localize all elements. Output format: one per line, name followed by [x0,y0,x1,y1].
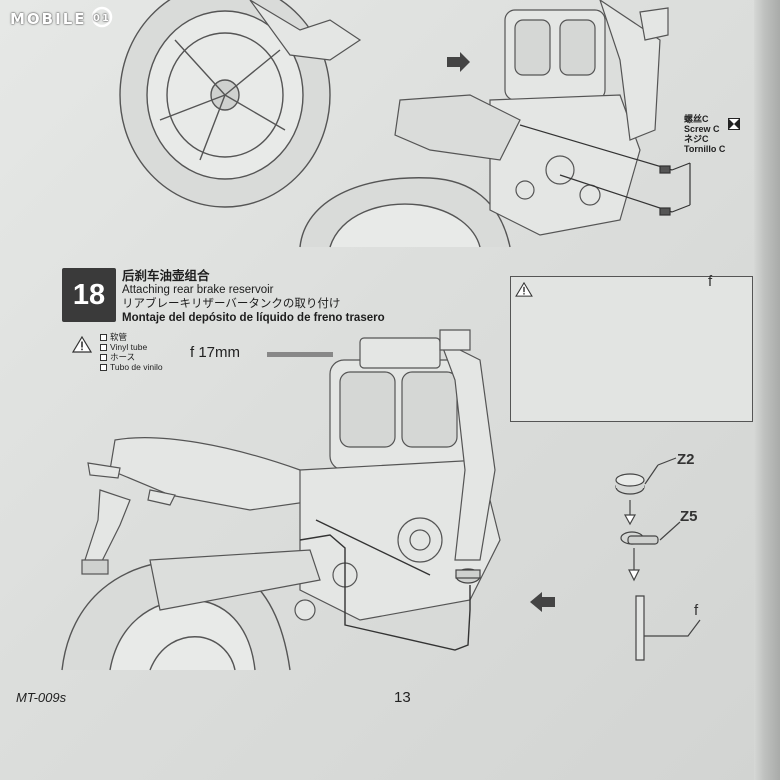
main-tail-section [81,437,322,575]
screw-label-es: Tornillo C [684,144,726,154]
vinyl-tube-legend: 软管 Vinyl tube ホース Tubo de vinilo [100,332,163,372]
top-screw-lines [519,124,691,216]
step-title-en: Attaching rear brake reservoir [122,284,274,296]
screw-c-label: 螺丝C Screw C ネジC Tornillo C [684,114,725,154]
top-arrow [447,52,470,72]
main-arrow [530,592,555,612]
mobile01-watermark: MOBILE 01 [10,6,113,32]
part-label-es: Tubo de vinilo [110,362,163,372]
legend-square-icon [100,353,107,361]
step-title-block: 后刹车油壶组合 Attaching rear brake reservoir リ… [122,269,385,325]
part-label-en: Vinyl tube [110,342,148,352]
step-title-ja: リアブレーキリザーバータンクの取り付け [122,298,341,310]
detail-inset-frame [510,276,753,422]
page-edge-shadow [754,0,780,780]
main-brake-line [299,519,471,651]
inset-warning-icon [515,281,533,302]
model-name: MT-009s [16,690,67,705]
page-number: 13 [394,689,411,706]
legend-square-icon [100,343,107,351]
screw-label-ja: ネジC [684,134,709,144]
screw-head-icon [728,117,740,135]
callout-f-inset: f [708,273,713,290]
tube-length-label: f 17mm [190,344,241,361]
watermark-logo-glyph: 01 [93,13,111,24]
step-title-zh: 后刹车油壶组合 [122,269,210,283]
top-engine-frame [249,0,669,236]
main-reservoir [455,568,481,584]
main-swingarm [149,549,321,611]
warning-triangle-icon [71,335,93,358]
top-front-wheel [299,177,511,248]
legend-square-icon [100,333,107,341]
legend-square-icon [100,363,107,371]
screw-label-zh: 螺丝C [684,114,709,124]
watermark-logo-icon: 01 [91,6,113,32]
part-label-zh: 软管 [110,332,128,342]
screw-label-en: Screw C [684,124,720,134]
callout-z5: Z5 [680,508,698,525]
tube-length-gauge [267,352,333,357]
step-title-es: Montaje del depósito de líquido de freno… [122,312,385,324]
callout-f-tube: f [694,602,699,619]
step-number-badge: 18 [62,268,116,322]
top-rear-wheel [119,0,331,208]
part-label-ja: ホース [110,352,136,362]
callout-z2: Z2 [677,451,695,468]
main-engine [294,329,501,621]
watermark-text: MOBILE [10,10,87,28]
parts-exploded [615,457,701,661]
